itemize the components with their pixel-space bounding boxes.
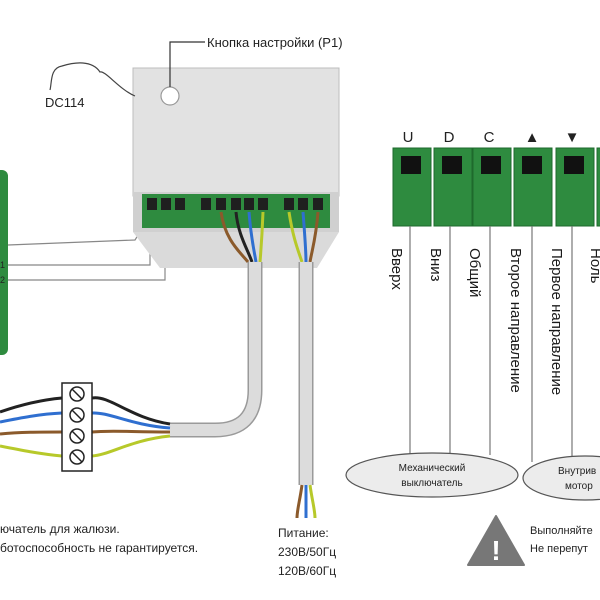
note-line-2: ботоспособность не гарантируется. (0, 541, 198, 555)
terminal-block (472, 147, 512, 227)
setup-button-leader (169, 41, 205, 87)
connector-screw-slot (71, 430, 83, 442)
power-line-2: 120В/60Гц (278, 564, 336, 578)
module-terminal-screws (147, 198, 323, 210)
connector-screw-slot (71, 409, 83, 421)
arrow-down-icon: ▼ (565, 129, 580, 146)
terminal-slot (522, 156, 542, 174)
mechanical-switch-line-2: выключатель (401, 478, 462, 489)
module-wires (219, 211, 320, 263)
terminal-slot (481, 156, 501, 174)
terminal-label-neutral: Ноль (587, 248, 600, 284)
module-terminal-slot (284, 198, 294, 210)
connector-screw-slot (71, 451, 83, 463)
note-line-1: ючатель для жалюзи. (0, 522, 120, 536)
motor-wires (0, 396, 171, 458)
motor-cable (170, 262, 263, 438)
arrow-up-icon: ▲ (525, 129, 540, 146)
input-label-2: 2 (0, 275, 5, 285)
terminal-slot (442, 156, 462, 174)
terminal-strip (392, 147, 600, 227)
terminal-slot (564, 156, 584, 174)
power-wire-ends (295, 484, 317, 519)
setup-button-label: Кнопка настройки (P1) (207, 35, 343, 50)
terminal-letter-u: U (403, 129, 414, 146)
module-terminal-slot (175, 198, 185, 210)
connector-block (61, 382, 93, 472)
terminal-letter-d: D (444, 129, 455, 146)
module-terminal-slot (231, 198, 241, 210)
model-label: DC114 (45, 95, 85, 110)
module-terminal-slot (313, 198, 323, 210)
motor-oval (522, 455, 600, 501)
warning-line-2: Не перепут (530, 543, 588, 555)
module-terminal-slot (147, 198, 157, 210)
motor-line-2: мотор (565, 481, 593, 492)
terminal-label-up: Вверх (388, 248, 405, 290)
connector-screw-slot (71, 388, 83, 400)
warning-line-1: Выполняйте (530, 525, 593, 537)
module-terminal-slot (258, 198, 268, 210)
warning-symbol: ! (491, 535, 500, 566)
left-controller-panel (0, 170, 8, 355)
terminal-label-second-direction: Второе направление (507, 248, 524, 393)
module-terminal-slot (201, 198, 211, 210)
warning-icon (467, 515, 525, 566)
terminal-letter-c: C (484, 129, 495, 146)
module-terminal-slot (244, 198, 254, 210)
setup-button[interactable] (160, 86, 180, 106)
terminal-slot (401, 156, 421, 174)
motor-line-1: Внутрив (558, 466, 596, 477)
module-terminal-slot (298, 198, 308, 210)
terminal-label-common: Общий (466, 248, 483, 297)
module-terminal-slot (216, 198, 226, 210)
terminal-block (596, 147, 600, 227)
power-line-1: 230В/50Гц (278, 545, 336, 559)
terminal-label-down: Вниз (427, 248, 444, 282)
antenna-wire (49, 62, 136, 97)
terminal-leader-lines (409, 226, 573, 462)
terminal-label-first-direction: Первое направление (548, 248, 565, 395)
module-terminal-slot (161, 198, 171, 210)
mechanical-switch-oval (345, 452, 519, 498)
input-label-1: 1 (0, 260, 5, 270)
mechanical-switch-line-1: Механический (399, 463, 466, 474)
power-title: Питание: (278, 526, 329, 540)
